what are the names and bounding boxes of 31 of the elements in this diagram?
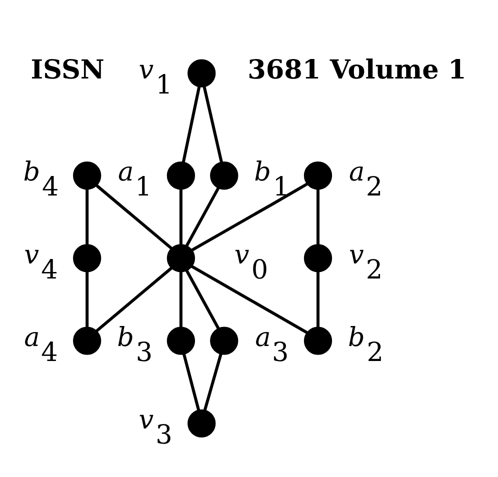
connector <box>316 272 320 328</box>
connector <box>185 187 220 247</box>
node-circle <box>304 162 332 190</box>
connector <box>191 182 308 252</box>
connector <box>185 270 220 330</box>
node-circle <box>304 326 332 355</box>
connector <box>179 189 182 245</box>
node-circle <box>166 162 196 190</box>
connector <box>182 353 200 411</box>
node-circle <box>73 244 102 272</box>
connector <box>202 86 224 163</box>
connector <box>95 184 173 250</box>
node-circle <box>188 409 216 438</box>
connector <box>179 272 182 328</box>
node-circle <box>73 162 102 190</box>
node-circle <box>188 59 216 88</box>
node-circle <box>304 244 332 272</box>
label: 3681 Volume 1 <box>248 54 466 86</box>
connector <box>86 189 89 245</box>
connector <box>316 189 320 245</box>
node-circle <box>210 162 238 190</box>
node-circle <box>166 326 196 355</box>
connector <box>86 272 89 328</box>
connector <box>190 264 308 334</box>
node-circle <box>210 326 238 355</box>
connector <box>203 353 222 411</box>
connector <box>95 266 173 332</box>
node-circle <box>166 244 196 272</box>
node-circle <box>73 326 102 355</box>
connector <box>182 86 201 163</box>
label: ISSN <box>30 54 104 86</box>
